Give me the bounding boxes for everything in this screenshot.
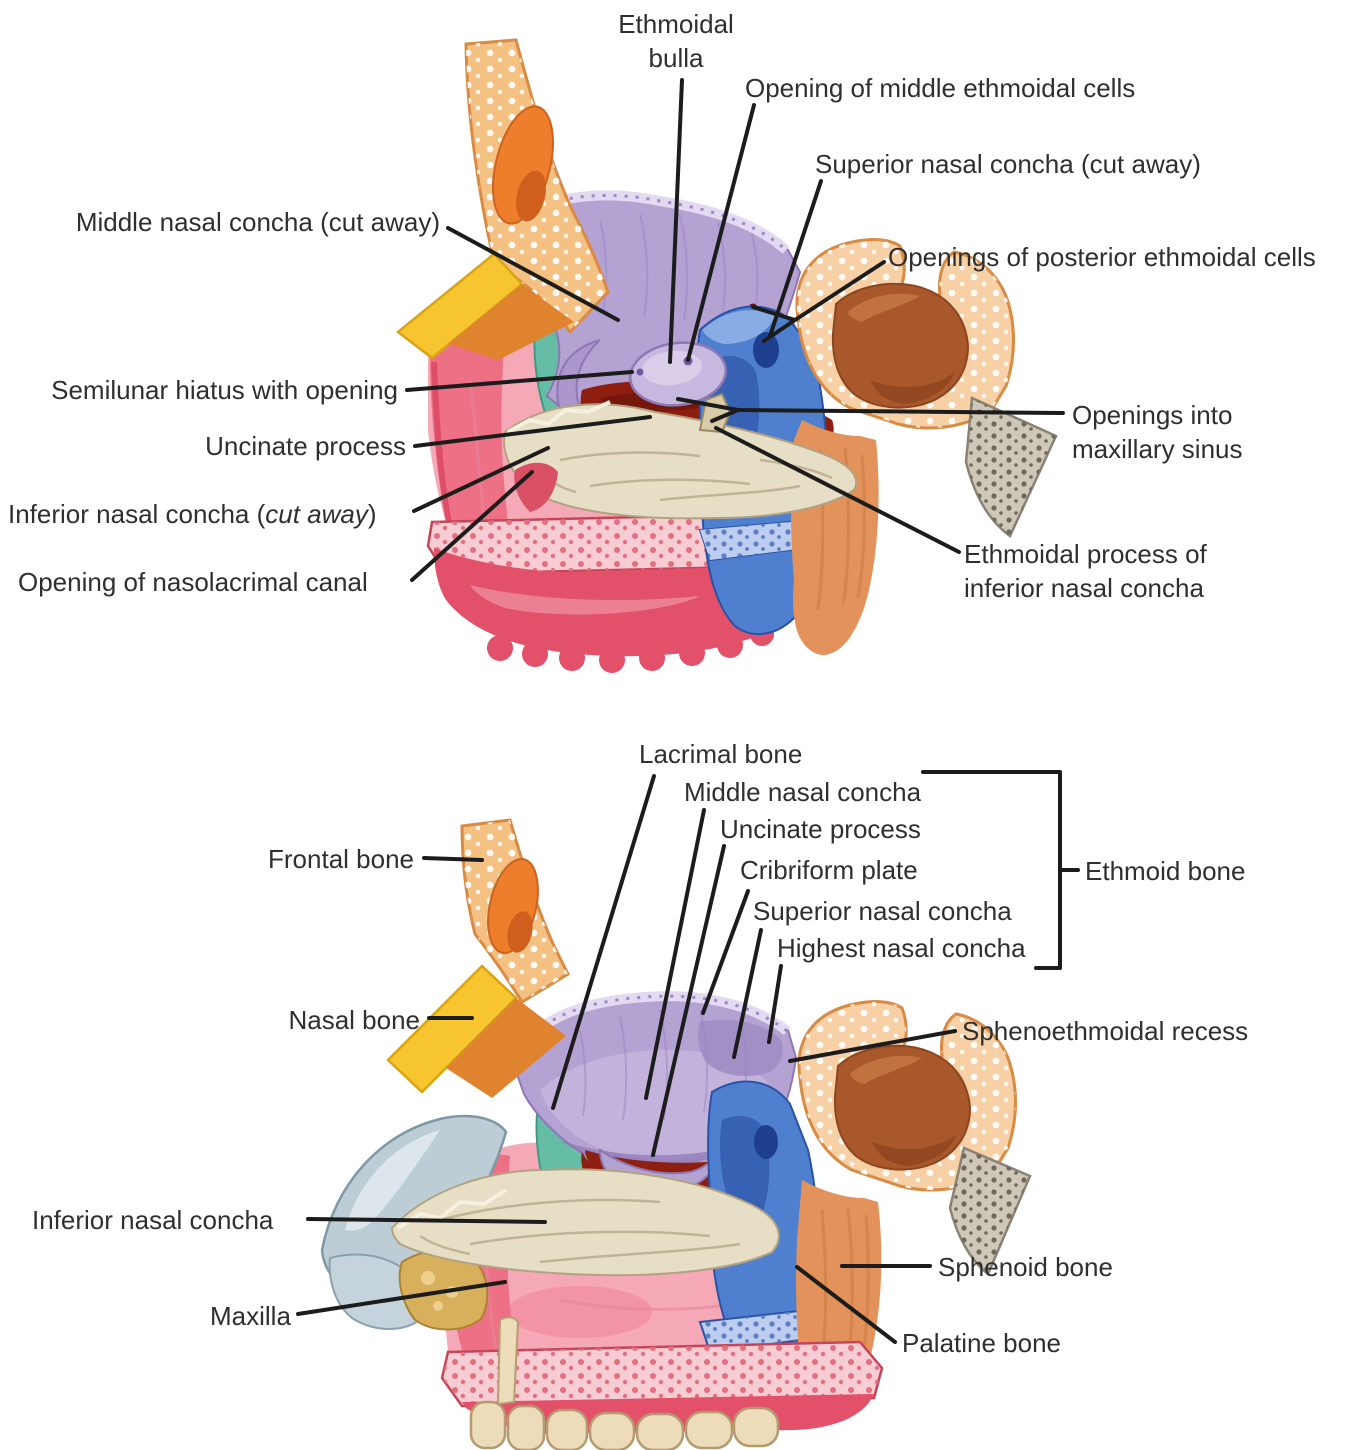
panel-top-illustration xyxy=(395,38,1058,673)
label-maxilla: Maxilla xyxy=(210,1301,291,1331)
leader-cribriform-plate xyxy=(701,889,750,1015)
leader-middle-nasal-concha-cut-away xyxy=(446,226,620,322)
leader-openings-into-maxillary-sinus xyxy=(710,408,740,423)
leader-semilunar-hiatus-with-opening xyxy=(405,370,634,392)
bottom-pterygoid-gray-dots xyxy=(950,1148,1030,1274)
bottom-nasal-bone xyxy=(386,964,518,1094)
label-nasal-bone: Nasal bone xyxy=(288,1005,420,1035)
bottom-nasal-wedge xyxy=(446,998,566,1098)
top-nasal-bone xyxy=(395,252,524,360)
top-concha-torn-edge xyxy=(507,400,611,434)
bottom-sphenopalatine-foramen xyxy=(754,1125,778,1159)
leader-frontal-bone xyxy=(422,856,484,862)
label-inferior-nasal-concha-cut-away: Inferior nasal concha (cut away) xyxy=(8,499,377,529)
label-openings-of-posterior-ethmoidal-cells: Openings of posterior ethmoidal cells xyxy=(888,242,1316,272)
label-frontal-bone: Frontal bone xyxy=(268,844,414,874)
label-cribriform-plate: Cribriform plate xyxy=(740,855,918,885)
leader-ethmoidal-process-of-inferior-nasal-concha xyxy=(714,426,961,554)
top-sinus-highlight xyxy=(848,293,920,322)
bottom-tooth-root xyxy=(496,1316,520,1406)
leader-ethmoidal-bulla xyxy=(668,78,684,364)
bottom-inferior-concha xyxy=(390,1168,780,1277)
leader-palatine-bone xyxy=(795,1265,897,1344)
bottom-palatine-spongy-dots xyxy=(700,1310,816,1352)
bottom-sinus-shadow xyxy=(872,1134,957,1166)
label-superior-nasal-concha: Superior nasal concha xyxy=(753,896,1012,926)
leader-opening-of-nasolacrimal-canal xyxy=(410,470,534,582)
label-opening-of-nasolacrimal-canal: Opening of nasolacrimal canal xyxy=(18,567,368,597)
label-inferior-nasal-concha: Inferior nasal concha xyxy=(32,1205,274,1235)
bottom-cartilage-highlight xyxy=(345,1130,440,1231)
leader-highest-nasal-concha xyxy=(767,964,783,1044)
label-palatine-bone: Palatine bone xyxy=(902,1328,1061,1358)
top-alveolar-highlight xyxy=(470,585,700,615)
label-uncinate-process: Uncinate process xyxy=(205,431,406,461)
bottom-palate-strip-dots xyxy=(442,1342,882,1406)
label-opening-of-middle-ethmoidal-cells: Opening of middle ethmoidal cells xyxy=(745,73,1135,103)
bottom-canine-fossa xyxy=(508,1286,652,1338)
bottom-concha-torn-edge xyxy=(396,1188,508,1230)
label-semilunar-hiatus-with-opening: Semilunar hiatus with opening xyxy=(51,375,398,405)
label-superior-nasal-concha-cut-away: Superior nasal concha (cut away) xyxy=(815,149,1201,179)
top-nasolacrimal-notch xyxy=(514,462,558,512)
bottom-concha-texture xyxy=(419,1198,741,1264)
label-highest-nasal-concha: Highest nasal concha xyxy=(777,933,1026,963)
leader-sphenoethmoidal-recess xyxy=(788,1029,957,1063)
label-lacrimal-bone: Lacrimal bone xyxy=(639,739,802,769)
leader-openings-of-posterior-ethmoidal-cells xyxy=(762,318,797,343)
leader-superior-nasal-concha-cut-away xyxy=(768,179,823,338)
leader-inferior-nasal-concha xyxy=(306,1217,547,1224)
top-pterygoid-gray-dots xyxy=(966,398,1056,536)
top-hiatus-opening xyxy=(636,368,644,376)
leader-lacrimal-bone xyxy=(551,774,656,1110)
leader-opening-of-middle-ethmoidal-cells xyxy=(686,103,756,362)
top-alveolar-scallops xyxy=(487,622,774,673)
bottom-frontal-sinus-shade xyxy=(507,911,533,953)
label-ethmoid-bone: Ethmoid bone xyxy=(1085,856,1245,886)
top-sphenopalatine-foramen xyxy=(753,332,779,368)
bottom-superior-concha xyxy=(698,1019,783,1077)
leader-superior-nasal-concha xyxy=(732,928,763,1059)
top-nasal-wedge xyxy=(448,284,574,360)
top-palatine-orbital-process xyxy=(702,310,775,344)
label-sphenoethmoidal-recess: Sphenoethmoidal recess xyxy=(962,1016,1248,1046)
leader-inferior-nasal-concha-cut-away xyxy=(412,446,550,513)
label-sphenoid-bone: Sphenoid bone xyxy=(938,1252,1113,1282)
leader-uncinate-process xyxy=(413,415,652,448)
leader-middle-nasal-concha xyxy=(644,808,706,1100)
top-frontal-sinus-shade xyxy=(516,170,546,222)
panel-bottom-illustration xyxy=(320,818,1032,1450)
label-uncinate-process-bottom: Uncinate process xyxy=(720,814,921,844)
label-middle-nasal-concha: Middle nasal concha xyxy=(684,777,922,807)
label-middle-nasal-concha-cut-away: Middle nasal concha (cut away) xyxy=(76,207,440,237)
leader-maxilla xyxy=(296,1280,507,1316)
leader-uncinate-process-bottom xyxy=(651,844,726,1157)
top-sinus-shadow xyxy=(870,372,955,404)
bottom-teeth-row xyxy=(469,1400,780,1450)
bottom-sinus-highlight xyxy=(850,1055,922,1084)
